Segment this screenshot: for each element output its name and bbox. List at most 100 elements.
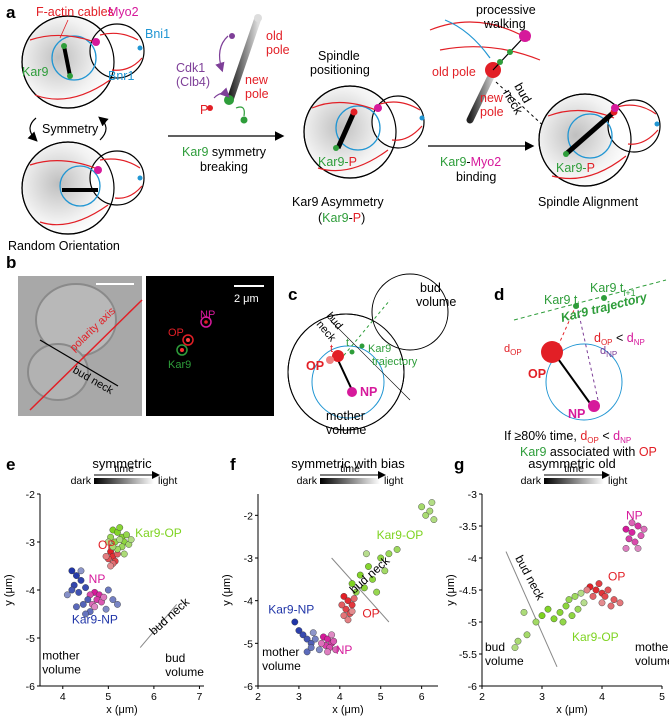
label-bud-neck-a: budneck	[500, 81, 537, 118]
panel-e-label: e	[6, 455, 15, 474]
data-point	[625, 535, 633, 543]
data-point	[418, 503, 426, 511]
data-point	[523, 631, 531, 639]
time-label: time	[340, 463, 360, 475]
data-point	[344, 616, 352, 624]
time-label: time	[114, 463, 134, 475]
data-point	[104, 586, 112, 594]
data-point	[556, 609, 564, 616]
label-kar9-a1: Kar9	[22, 65, 48, 79]
y-tick-label: -5.5	[459, 649, 477, 661]
label-kar9-p-cell3: Kar9-P	[318, 155, 357, 169]
data-point	[571, 593, 579, 600]
panel-g-label: g	[454, 455, 464, 474]
panel-f-label: f	[230, 455, 236, 474]
y-axis-label: y (μm)	[3, 574, 15, 605]
data-point	[589, 593, 597, 600]
data-point	[114, 601, 121, 608]
cell-alignment	[538, 93, 661, 187]
data-point	[360, 584, 368, 592]
y-axis-label: y (μm)	[221, 574, 233, 605]
data-point	[426, 507, 434, 515]
annotation-op: OP	[98, 538, 115, 552]
chart-title: symmetric	[92, 456, 152, 471]
label-scale: 2 μm	[234, 293, 259, 305]
label-symmetry: Symmetry	[42, 122, 99, 136]
y-tick-label: -5	[468, 617, 477, 629]
data-point	[559, 618, 567, 626]
data-point	[565, 596, 573, 603]
spindle-symbreak	[207, 14, 262, 124]
y-tick-label: -6	[26, 681, 35, 693]
micrograph-fluorescence	[146, 276, 274, 416]
data-point	[348, 601, 356, 609]
label-rule-1: If ≥80% time, dOP < dNP	[504, 429, 631, 445]
data-point	[116, 524, 124, 531]
data-point	[607, 602, 615, 610]
data-point	[330, 637, 338, 645]
label-asym-title: Kar9 Asymmetry	[292, 195, 384, 209]
label-kar9-ti1: Kar9 ti+1	[590, 281, 636, 298]
y-tick-label: -5	[244, 638, 253, 650]
label-kar9-b: Kar9	[168, 359, 191, 371]
data-point	[340, 612, 348, 619]
label-spindle-alignment: Spindle Alignment	[538, 195, 639, 209]
label-bni1: Bni1	[145, 27, 170, 41]
annotation-bud_neck: bud neck	[347, 553, 393, 597]
data-point	[580, 599, 588, 607]
annotation-kar9_np: Kar9-NP	[72, 613, 118, 627]
data-point	[123, 531, 130, 539]
light-label: light	[384, 475, 403, 487]
y-tick-label: -3	[244, 553, 253, 565]
y-tick-label: -5	[26, 633, 35, 645]
data-point	[544, 605, 552, 613]
data-point	[532, 618, 540, 626]
data-point	[538, 612, 546, 619]
data-point	[75, 589, 83, 596]
y-tick-label: -6	[244, 681, 253, 693]
data-point	[365, 563, 372, 570]
y-tick-label: -2	[26, 489, 35, 501]
label-clb4: (Clb4)	[176, 75, 210, 89]
annotation-np: NP	[89, 572, 106, 586]
x-tick-label: 5	[378, 691, 384, 703]
data-point	[84, 596, 92, 603]
data-point	[616, 599, 624, 607]
label-bnr1: Bnr1	[108, 69, 134, 83]
data-point	[568, 612, 576, 619]
data-point	[315, 646, 323, 654]
panel-d-label: d	[494, 285, 504, 304]
label-kar9-ti: Kar9 ti	[544, 293, 579, 310]
data-point	[100, 593, 108, 601]
data-point	[77, 567, 85, 575]
data-point	[324, 635, 331, 643]
data-point	[350, 595, 358, 602]
label-spindle-positioning-2: positioning	[310, 63, 370, 77]
panel-b-label: b	[6, 253, 16, 272]
data-point	[332, 646, 340, 654]
y-tick-label: -3	[468, 489, 477, 501]
data-point	[385, 550, 393, 558]
x-tick-label: 4	[60, 691, 66, 703]
data-point	[520, 609, 528, 616]
annotation-np: NP	[626, 509, 643, 523]
label-t2: t	[346, 337, 349, 349]
data-point	[102, 605, 110, 613]
label-op-c: OP	[306, 359, 324, 373]
x-tick-label: 3	[296, 691, 302, 703]
x-axis-label: x (μm)	[106, 704, 137, 716]
data-point	[514, 637, 522, 645]
label-processive: processive	[476, 3, 536, 17]
data-point	[393, 546, 401, 553]
data-point	[373, 588, 381, 596]
data-point	[511, 644, 519, 651]
data-point	[342, 605, 350, 613]
time-gradient-bar	[320, 478, 380, 484]
label-asym-sub: (Kar9-P)	[318, 211, 365, 225]
label-rule-2: Kar9 associated with OP	[520, 445, 657, 459]
data-point	[369, 575, 376, 583]
